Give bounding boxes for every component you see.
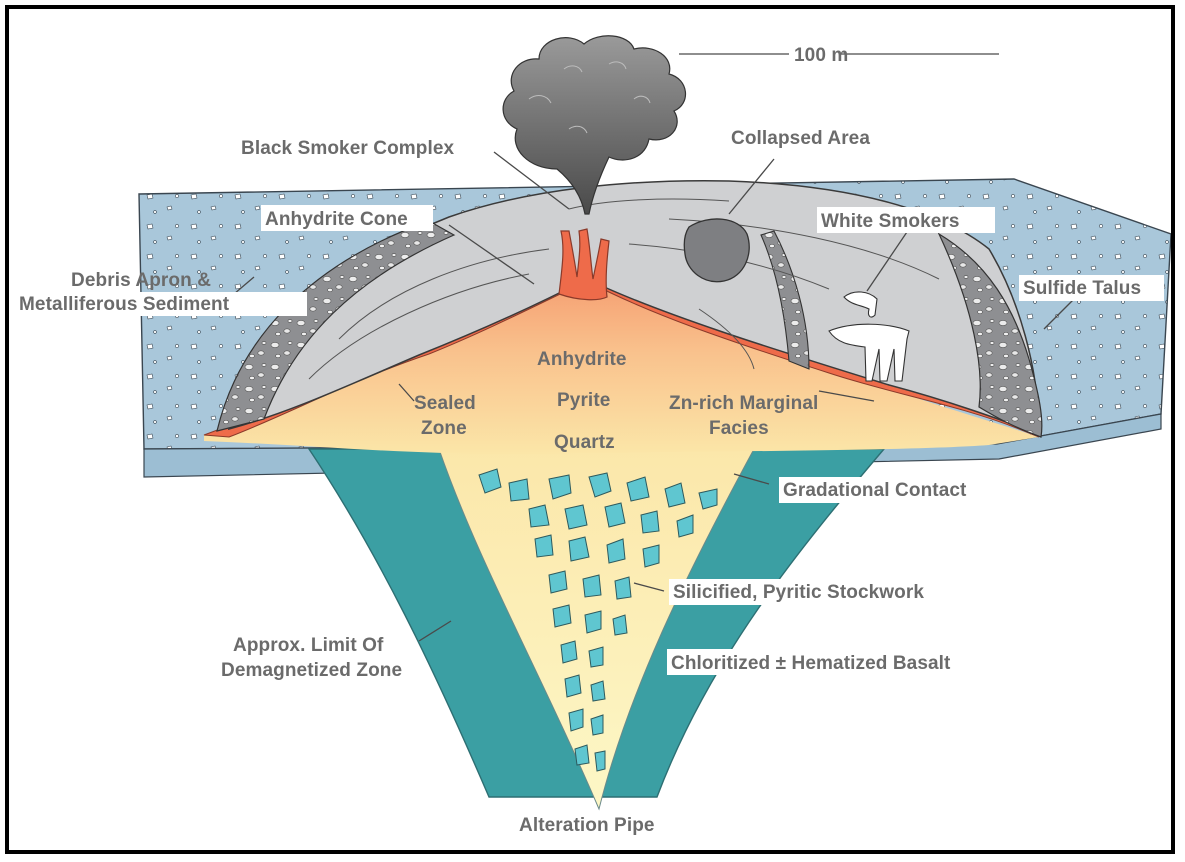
label-sealed-line1: Sealed [414,393,476,414]
label-pyrite: Pyrite [557,390,610,411]
label-gradational-contact: Gradational Contact [783,480,967,501]
label-alteration-pipe: Alteration Pipe [519,815,655,836]
scale-label: 100 m [794,45,848,66]
label-white-smokers: White Smokers [821,211,960,232]
label-black-smoker-complex: Black Smoker Complex [241,138,455,159]
collapsed-area-blob [684,219,749,282]
label-approx-line1: Approx. Limit Of [233,635,384,656]
label-approx-line2: Demagnetized Zone [221,660,402,681]
black-smoker-chimneys [559,229,609,300]
label-anhydrite-cone: Anhydrite Cone [265,209,408,230]
label-debris-apron-line1: Debris Apron & [71,270,211,291]
label-collapsed-area: Collapsed Area [731,128,870,149]
label-zn-line1: Zn-rich Marginal [669,393,818,414]
label-zn-line2: Facies [709,418,769,439]
label-stockwork: Silicified, Pyritic Stockwork [673,582,924,603]
label-quartz: Quartz [554,432,615,453]
label-sealed-line2: Zone [421,418,467,439]
scale-bar: 100 m [679,45,999,66]
diagram-frame: 100 m Black Smoker Complex Collapsed Are… [5,5,1175,854]
label-debris-apron-line2: Metalliferous Sediment [19,294,230,315]
vms-deposit-diagram: 100 m Black Smoker Complex Collapsed Are… [9,9,1175,854]
label-sulfide-talus: Sulfide Talus [1023,278,1141,299]
label-anhydrite: Anhydrite [537,349,627,370]
label-basalt: Chloritized ± Hematized Basalt [671,653,951,674]
